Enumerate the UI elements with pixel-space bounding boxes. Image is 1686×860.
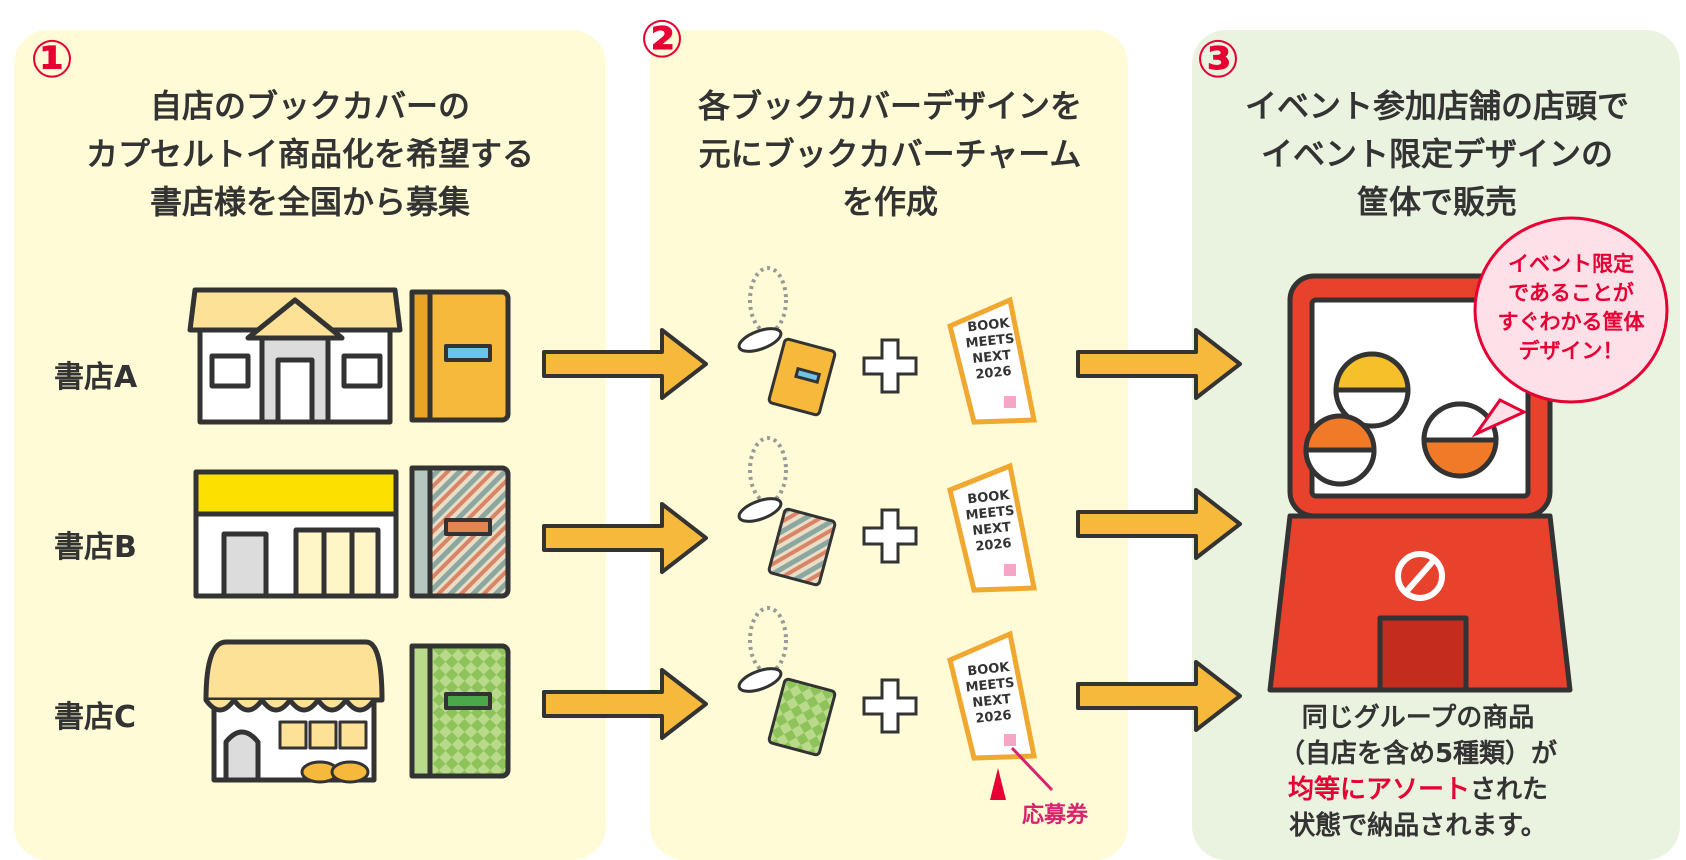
step-3-title: イベント参加店舗の店頭で イベント限定デザインの 筐体で販売	[1244, 87, 1629, 221]
ticket-pointer	[1010, 746, 1054, 792]
ticket-icon	[947, 462, 1038, 593]
diagram-graphics	[187, 216, 1669, 800]
book-icon	[409, 643, 511, 779]
note-line-4: 状態で納品されます。	[1289, 811, 1547, 841]
note-line-2: （自店を含め5種類）が	[1278, 739, 1558, 769]
store-a-label: 書店A	[54, 360, 138, 395]
charm-icon	[737, 606, 837, 757]
store-b-label: 書店B	[54, 530, 137, 565]
step-1-title: 自店のブックカバーの カプセルトイ商品化を希望する 書店様を全国から募集	[85, 87, 534, 221]
bubble-text: イベント限定 であることが すぐわかる筐体 デザイン！	[1497, 252, 1645, 363]
charm-icon	[737, 436, 837, 587]
note-line-1: 同じグループの商品	[1301, 703, 1535, 733]
step-1-number: ①	[30, 30, 75, 90]
delivery-note: 同じグループの商品 （自店を含め5種類）が 均等にアソートされた 状態で納品され…	[1268, 700, 1568, 844]
plus-icon	[862, 338, 918, 734]
ticket-marker	[990, 768, 1006, 800]
ticket-icon	[947, 630, 1038, 761]
note-highlight: 均等にアソート	[1287, 775, 1470, 805]
ticket-text-2: BOOK MEETS NEXT 2026	[964, 487, 1016, 555]
gacha-machine-icon	[1267, 273, 1573, 693]
book-icon	[409, 465, 511, 599]
note-line-3-rest: された	[1470, 775, 1549, 805]
book-icon	[409, 289, 511, 423]
store-c-icon	[203, 639, 385, 784]
arrow-icon	[1076, 328, 1242, 732]
store-b-icon	[193, 469, 399, 599]
step-2-title: 各ブックカバーデザインを 元にブックカバーチャーム を作成	[697, 87, 1082, 221]
ticket-label: 応募券	[1022, 803, 1089, 828]
ticket-text-1: BOOK MEETS NEXT 2026	[964, 315, 1016, 383]
arrow-icon	[542, 328, 708, 740]
step-3-number: ③	[1196, 30, 1241, 90]
charm-icon	[737, 266, 837, 417]
note-line-3: 均等にアソートされた	[1268, 772, 1568, 808]
ticket-text-3: BOOK MEETS NEXT 2026	[964, 659, 1016, 727]
ticket-icon	[947, 296, 1038, 425]
step-2-number: ②	[640, 10, 685, 70]
store-c-label: 書店C	[54, 700, 137, 735]
store-a-icon	[187, 287, 403, 425]
speech-bubble-icon	[1471, 216, 1669, 438]
